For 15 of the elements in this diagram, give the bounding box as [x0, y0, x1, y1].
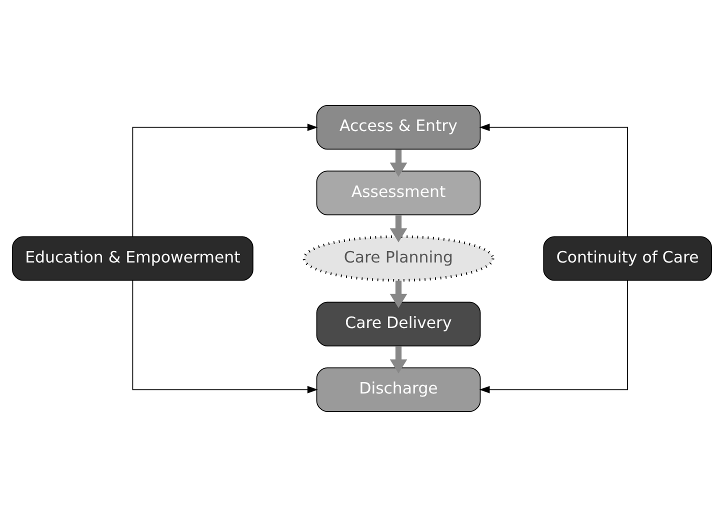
arrow: [390, 280, 408, 308]
arrow: [132, 124, 318, 237]
node-box: Continuity of Care: [543, 236, 712, 281]
node-box: Assessment: [316, 170, 481, 216]
node-box: Access & Entry: [316, 105, 481, 150]
node-ellipse: Care Planning: [302, 235, 494, 282]
node-box: Care Delivery: [316, 302, 481, 346]
arrow: [132, 280, 318, 394]
arrow: [390, 346, 408, 374]
arrow: [390, 215, 408, 242]
arrow: [479, 124, 628, 237]
arrow: [390, 150, 408, 177]
arrow: [479, 280, 628, 394]
node-box: Discharge: [316, 367, 481, 412]
node-box: Education & Empowerment: [12, 236, 254, 281]
